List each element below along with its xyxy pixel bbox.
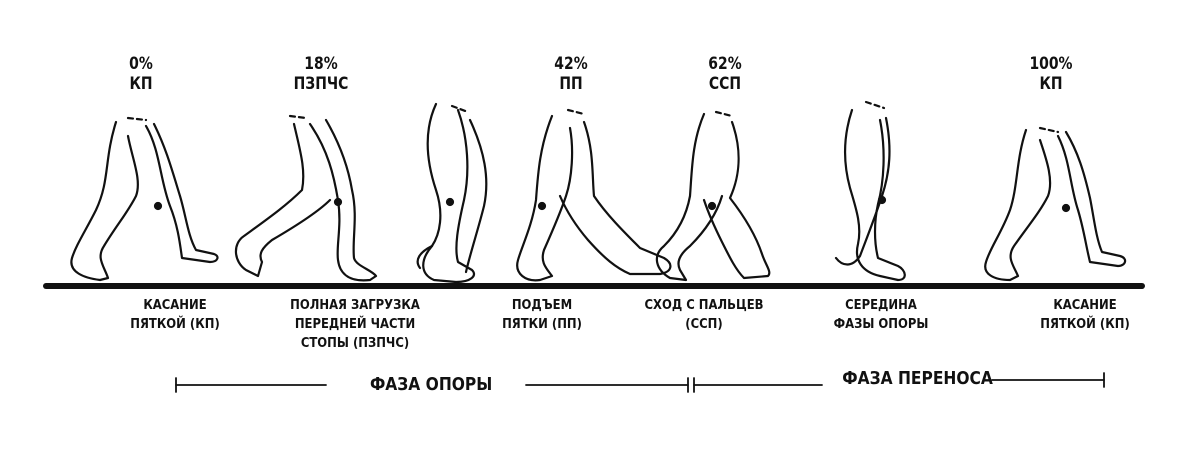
marker-100: 100% КП: [1014, 54, 1088, 94]
caption-line: СТОПЫ (ПЗПЧС): [300, 335, 410, 351]
caption-line: ПЯТКОЙ (КП): [1040, 316, 1130, 332]
figure-heel-rise-42: [516, 108, 672, 282]
caption-line: КАСАНИЕ: [143, 297, 207, 313]
figure-toe-off-62: [655, 110, 771, 282]
caption-line: ПЯТКИ (ПП): [502, 316, 582, 332]
marker-abbr: КП: [1039, 74, 1063, 94]
caption-line: СЕРЕДИНА: [845, 297, 917, 313]
caption-heel-strike-end: КАСАНИЕ ПЯТКОЙ (КП): [1003, 296, 1166, 334]
marker-percent: 42%: [554, 54, 588, 74]
marker-abbr: КП: [129, 74, 153, 94]
caption-foot-flat: ПОЛНАЯ ЗАГРУЗКА ПЕРЕДНЕЙ ЧАСТИ СТОПЫ (ПЗ…: [273, 296, 436, 353]
figure-midstance: [416, 102, 488, 284]
marker-0: 0% КП: [104, 54, 178, 94]
marker-18: 18% ПЗПЧС: [284, 54, 358, 94]
marker-abbr: ПП: [559, 74, 583, 94]
figure-heel-strike-100: [984, 126, 1127, 282]
stance-phase-bracket: [175, 377, 689, 393]
marker-percent: 0%: [129, 54, 153, 74]
figure-heel-strike-0: [70, 116, 219, 282]
marker-abbr: ПЗПЧС: [293, 74, 349, 94]
marker-62: 62% ССП: [688, 54, 762, 94]
caption-line: ПЕРЕДНЕЙ ЧАСТИ: [294, 316, 416, 332]
stance-phase-label: ФАЗА ОПОРЫ: [369, 374, 493, 395]
caption-line: ПЯТКОЙ (КП): [130, 316, 220, 332]
caption-heel-strike: КАСАНИЕ ПЯТКОЙ (КП): [93, 296, 256, 334]
caption-line: (ССП): [685, 316, 723, 332]
caption-line: СХОД С ПАЛЬЦЕВ: [644, 297, 764, 313]
caption-line: ПОЛНАЯ ЗАГРУЗКА: [290, 297, 420, 313]
swing-phase-label: ФАЗА ПЕРЕНОСА: [842, 368, 993, 389]
marker-percent: 18%: [304, 54, 338, 74]
figure-mid-swing: [834, 100, 906, 282]
marker-42: 42% ПП: [534, 54, 608, 94]
caption-line: КАСАНИЕ: [1053, 297, 1117, 313]
caption-mid-stance: СЕРЕДИНА ФАЗЫ ОПОРЫ: [799, 296, 962, 334]
marker-abbr: ССП: [708, 74, 742, 94]
caption-line: ПОДЪЕМ: [511, 297, 573, 313]
caption-line: ФАЗЫ ОПОРЫ: [833, 316, 929, 332]
marker-percent: 100%: [1029, 54, 1073, 74]
swing-phase-bracket: [693, 372, 1105, 393]
caption-toe-off: СХОД С ПАЛЬЦЕВ (ССП): [622, 296, 785, 334]
figure-foot-flat-18: [234, 114, 378, 282]
marker-percent: 62%: [708, 54, 742, 74]
caption-heel-rise: ПОДЪЕМ ПЯТКИ (ПП): [460, 296, 623, 334]
